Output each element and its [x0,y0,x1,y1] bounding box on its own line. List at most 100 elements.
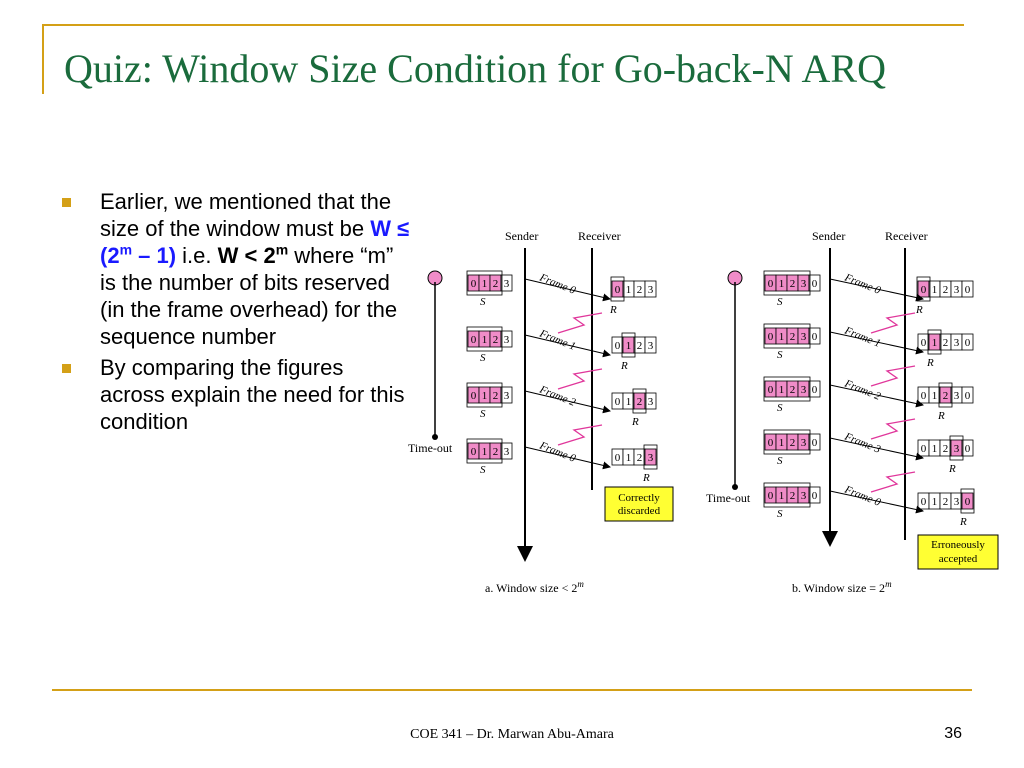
bullet-square-icon [62,364,71,373]
window-bracket [927,329,942,355]
seq-number: 1 [482,278,488,290]
seq-number: 2 [790,384,796,396]
seq-number: 3 [954,390,960,402]
page-number: 36 [944,725,962,742]
condition-paren-close: – 1) [132,243,177,268]
lost-ack-arrow [870,312,916,334]
frame-arrow [829,278,924,302]
seq-number: 3 [504,334,510,346]
seq-number: 2 [943,284,949,296]
seq-number: 1 [626,396,632,408]
window-bracket [763,376,811,402]
seq-number: 0 [921,496,927,508]
frame-label: Frame 2 [537,383,578,409]
frame-arrow [829,384,924,408]
frame-arrow [524,278,611,302]
frame-label: Frame 0 [537,271,578,297]
seq-number: 0 [921,337,927,349]
receiver-label-b: Receiver [885,229,928,243]
frame-label: Frame 2 [842,377,883,403]
seq-number: 2 [637,284,643,296]
frame-arrow [524,390,611,414]
seq-number: 0 [471,390,477,402]
window-bracket [466,270,503,296]
window-bracket [621,332,636,358]
window-bracket [643,444,658,470]
seq-number: 2 [493,390,499,402]
frame-label: Frame 0 [842,271,883,297]
seq-number: 3 [801,331,807,343]
sender-pointer-label: S [777,349,783,361]
seq-number: 3 [954,496,960,508]
seq-cell [961,492,974,510]
seq-number: 0 [965,284,971,296]
seq-cell [808,380,821,398]
seq-number: 0 [768,437,774,449]
seq-number: 1 [626,284,632,296]
receiver-pointer-label: R [915,304,923,316]
seq-number: 0 [965,337,971,349]
frame-arrow [524,446,611,470]
seq-number: 0 [965,443,971,455]
sender-label-b: Sender [812,229,845,243]
bullet-square-icon [62,198,71,207]
seq-number: 2 [790,490,796,502]
seq-number: 0 [921,443,927,455]
seq-number: 3 [648,396,654,408]
note-box-a [604,486,674,522]
lost-ack-arrow [557,424,603,446]
note-text-b-1: Erroneously [931,539,985,551]
seq-number: 2 [637,340,643,352]
seq-cell [500,442,513,460]
seq-number: 0 [768,490,774,502]
seq-number: 0 [768,384,774,396]
receiver-pointer-label: R [620,360,628,372]
seq-number: 2 [943,496,949,508]
seq-number: 1 [482,334,488,346]
bullet-text: Earlier, we mentioned that the size of t… [100,189,392,241]
seq-number: 1 [932,284,938,296]
window-bracket [763,270,811,296]
seq-number: 3 [954,443,960,455]
seq-number: 0 [965,390,971,402]
seq-number: 0 [812,384,818,396]
seq-number: 2 [790,437,796,449]
seq-number: 0 [615,452,621,464]
seq-number: 1 [932,337,938,349]
receiver-pointer-label: R [948,463,956,475]
caption-b: b. Window size = 2m [792,579,892,595]
seq-number: 1 [482,446,488,458]
frame-label: Frame 0 [537,439,578,465]
seq-number: 1 [626,340,632,352]
seq-number: 0 [615,340,621,352]
lost-ack-arrow [557,312,603,334]
frame-arrow [829,331,924,355]
condition-exponent-2: m [275,241,289,258]
frame-label: Frame 1 [537,327,577,353]
seq-cell [808,433,821,451]
caption-a: a. Window size < 2m [485,579,584,595]
seq-number: 3 [504,390,510,402]
lost-ack-arrow [870,365,916,387]
lost-ack-arrow [557,368,603,390]
seq-number: 2 [637,396,643,408]
seq-cell [961,333,974,351]
seq-cell [644,336,657,354]
footer-line [52,689,972,691]
seq-number: 1 [932,390,938,402]
bullet-list: Earlier, we mentioned that the size of t… [62,188,412,439]
